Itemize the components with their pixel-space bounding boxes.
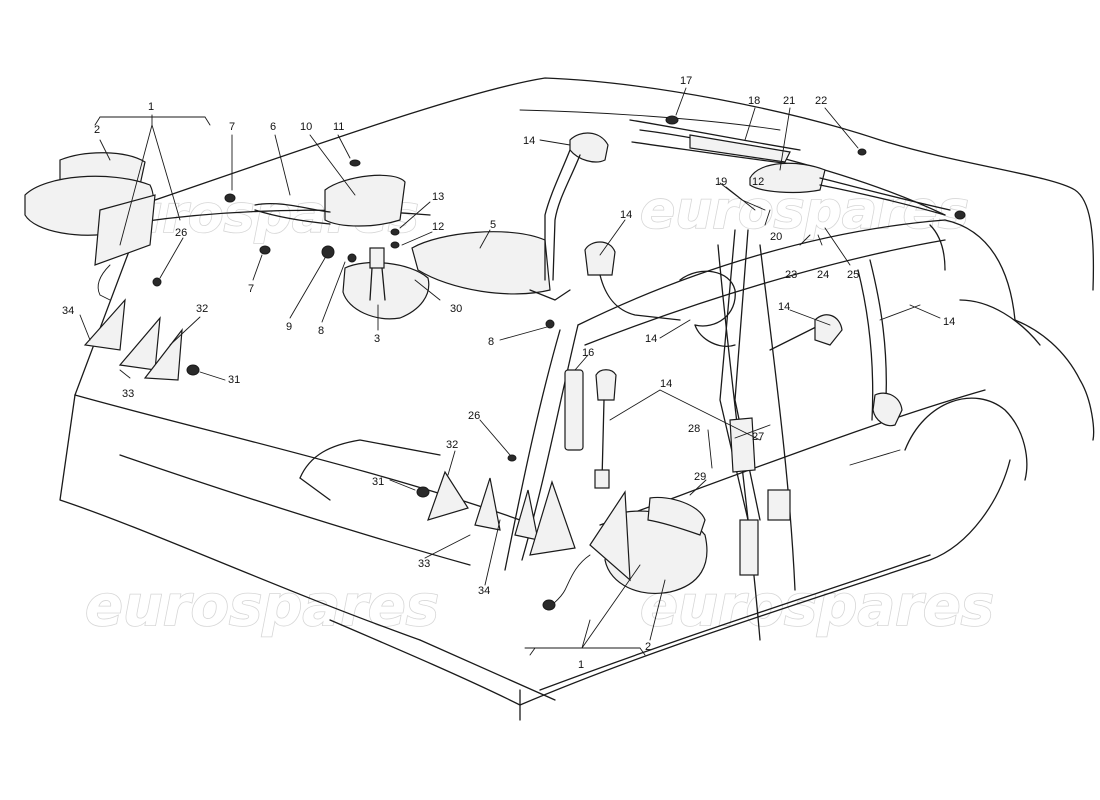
callout-10: 10 xyxy=(300,121,312,133)
trim-triangle xyxy=(474,477,501,531)
callout-14: 14 xyxy=(645,333,657,345)
sun-visor-left xyxy=(324,174,406,227)
clip xyxy=(321,245,335,259)
belt-anchor xyxy=(739,519,759,576)
callout-34: 34 xyxy=(478,585,490,597)
callout-12: 12 xyxy=(752,176,764,188)
callout-7: 7 xyxy=(248,283,254,295)
car-body-outline xyxy=(59,77,1095,721)
callout-1: 1 xyxy=(578,659,584,671)
callout-28: 28 xyxy=(688,423,700,435)
callout-2: 2 xyxy=(645,641,651,653)
callout-8: 8 xyxy=(318,325,324,337)
trim-triangle xyxy=(83,298,126,351)
mirror-base xyxy=(589,490,631,582)
height-adjuster xyxy=(729,417,756,473)
seatbelt-buckle xyxy=(584,241,616,276)
clip xyxy=(857,148,867,156)
callout-labels: 1 2 7 6 10 11 13 12 26 7 9 8 3 30 5 14 1… xyxy=(62,75,955,671)
clip xyxy=(665,115,679,125)
callout-17: 17 xyxy=(680,75,692,87)
callout-26: 26 xyxy=(175,227,187,239)
callout-31: 31 xyxy=(372,476,384,488)
callout-26: 26 xyxy=(468,410,480,422)
clip xyxy=(390,228,400,236)
clip xyxy=(349,159,361,167)
callout-9: 9 xyxy=(286,321,292,333)
belt-guide xyxy=(767,489,791,521)
callout-24: 24 xyxy=(817,269,829,281)
callout-29: 29 xyxy=(694,471,706,483)
callout-11: 11 xyxy=(333,121,344,133)
clip xyxy=(954,210,966,220)
leader-lines xyxy=(79,87,941,656)
callout-27: 27 xyxy=(752,431,764,443)
callout-19: 19 xyxy=(715,176,727,188)
watermark: eurospares xyxy=(640,574,994,639)
callout-33: 33 xyxy=(418,558,430,570)
callout-31: 31 xyxy=(228,374,240,386)
callout-7: 7 xyxy=(229,121,235,133)
callout-3: 3 xyxy=(374,333,380,345)
grommet xyxy=(186,364,200,376)
callout-32: 32 xyxy=(196,303,208,315)
callout-16: 16 xyxy=(582,347,594,359)
callout-21: 21 xyxy=(783,95,795,107)
callout-34: 34 xyxy=(62,305,74,317)
watermark: eurospares xyxy=(85,574,439,639)
callout-8: 8 xyxy=(488,336,494,348)
callout-22: 22 xyxy=(815,95,827,107)
seatbelt-retractor xyxy=(569,132,609,163)
callout-14: 14 xyxy=(660,378,672,390)
buckle-stalk xyxy=(595,369,617,401)
connector xyxy=(542,599,556,611)
roof-rail-trim xyxy=(689,134,791,163)
grommet xyxy=(416,486,430,498)
callout-20: 20 xyxy=(770,231,782,243)
callout-14: 14 xyxy=(943,316,955,328)
trim-triangle xyxy=(514,489,539,541)
buckle-cover xyxy=(564,369,584,451)
clip xyxy=(545,319,555,329)
clip xyxy=(390,241,400,249)
rear-belt-buckle xyxy=(814,314,843,346)
callout-14: 14 xyxy=(523,135,535,147)
trim-triangle xyxy=(427,470,469,521)
interior-parts xyxy=(24,115,966,611)
clip xyxy=(259,245,271,255)
clip xyxy=(507,454,517,462)
callout-23: 23 xyxy=(785,269,797,281)
roof-bracket xyxy=(749,162,826,194)
callout-2: 2 xyxy=(94,124,100,136)
callout-25: 25 xyxy=(847,269,859,281)
clip xyxy=(224,193,236,203)
callout-13: 13 xyxy=(432,191,444,203)
callout-32: 32 xyxy=(446,439,458,451)
callout-30: 30 xyxy=(450,303,462,315)
rear-belt-retractor xyxy=(872,392,903,427)
trim-triangle xyxy=(529,480,576,556)
callout-18: 18 xyxy=(748,95,760,107)
callout-5: 5 xyxy=(490,219,496,231)
callout-14: 14 xyxy=(620,209,632,221)
callout-12: 12 xyxy=(432,221,444,233)
sun-visor-right xyxy=(411,231,551,295)
callout-6: 6 xyxy=(270,121,276,133)
callout-14: 14 xyxy=(778,301,790,313)
trim-triangle xyxy=(118,316,161,371)
clip xyxy=(347,253,357,263)
callout-33: 33 xyxy=(122,388,134,400)
clip xyxy=(152,277,162,287)
rear-view-mirror xyxy=(342,261,430,320)
mirror-base xyxy=(94,194,156,266)
callout-1: 1 xyxy=(148,101,154,113)
mirror-glass xyxy=(647,496,706,536)
